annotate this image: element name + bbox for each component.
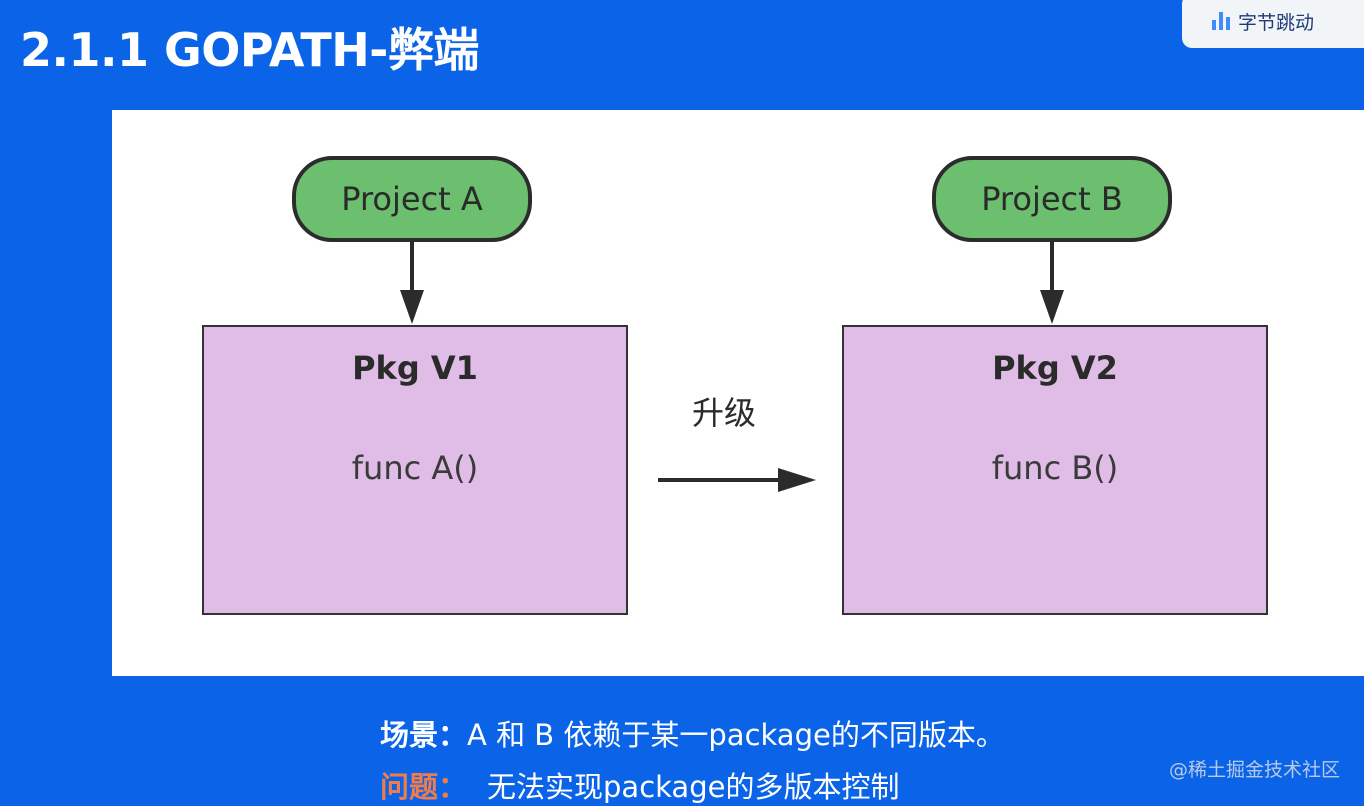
upgrade-label: 升级 (692, 394, 757, 432)
dependency-arrow-a (400, 242, 424, 324)
watermark: @稀土掘金技术社区 (1168, 759, 1340, 781)
pkg-v1-func: func A() (351, 449, 479, 487)
problem-key: 问题： (380, 770, 468, 804)
problem-text: 无法实现package的多版本控制 (487, 770, 900, 804)
upgrade-arrow (658, 468, 816, 492)
pkg-v2-func: func B() (991, 449, 1119, 487)
pkg-v2-box: Pkg V2 func B() (842, 325, 1268, 615)
scenario-key: 场景： (380, 718, 468, 752)
scenario-caption: 场景：A 和 B 依赖于某一package的不同版本。 (380, 712, 1005, 754)
scenario-text: A 和 B 依赖于某一package的不同版本。 (467, 718, 1005, 752)
pkg-v1-box: Pkg V1 func A() (202, 325, 628, 615)
pkg-v2-name: Pkg V2 (992, 349, 1118, 387)
project-b-node: Project B (932, 156, 1172, 242)
pkg-v1-name: Pkg V1 (352, 349, 478, 387)
diagram-arrows (400, 242, 1064, 492)
brand-logo-text: 字节跳动 (1238, 11, 1315, 34)
slide-title: 2.1.1 GOPATH-弊端 (20, 23, 479, 77)
project-a-node: Project A (292, 156, 532, 242)
bar-chart-logo-icon (1212, 12, 1230, 30)
problem-caption: 问题： 无法实现package的多版本控制 (380, 764, 899, 806)
brand-logo: 字节跳动 (1182, 0, 1364, 48)
dependency-arrow-b (1040, 242, 1064, 324)
diagram-panel: Project A Project B Pkg V1 func A() Pkg … (112, 110, 1364, 676)
